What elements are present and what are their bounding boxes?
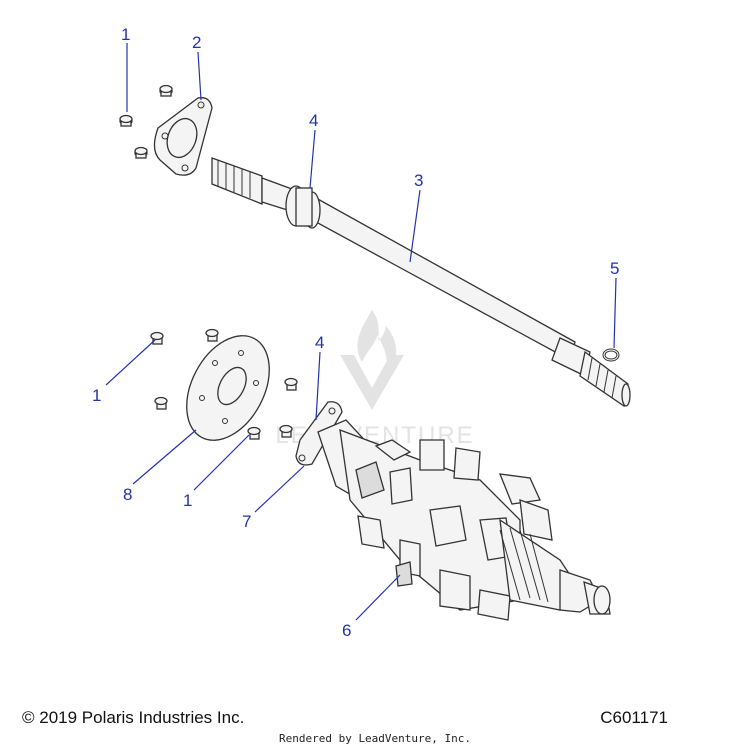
leader-1-lower: [193, 434, 250, 491]
watermark-logo-icon: [340, 310, 404, 410]
leader-8: [132, 429, 197, 485]
leader-7: [254, 465, 305, 513]
upper-gasket: [153, 97, 213, 176]
leader-5: [613, 277, 617, 349]
leader-6: [355, 574, 401, 621]
callout-5: 5: [610, 259, 619, 278]
leader-2: [197, 51, 202, 101]
leader-3: [409, 189, 421, 263]
callout-1-upper: 1: [121, 25, 130, 44]
upper-collar: [285, 185, 321, 229]
screw: [205, 328, 219, 342]
screw: [154, 396, 168, 410]
screw: [279, 424, 293, 438]
callout-1-left: 1: [92, 386, 101, 405]
leader-4-upper: [309, 129, 316, 189]
callout-1-lower: 1: [183, 491, 192, 510]
callout-8: 8: [123, 485, 132, 504]
callout-6: 6: [342, 621, 351, 640]
screw: [247, 426, 261, 440]
leader-4-lower: [315, 351, 321, 421]
watermark: LEADVENTURE: [275, 310, 473, 449]
callout-2: 2: [192, 33, 201, 52]
copyright-text: © 2019 Polaris Industries Inc.: [22, 708, 245, 727]
screw: [119, 114, 133, 127]
screw: [284, 377, 298, 391]
screw: [159, 84, 173, 97]
leader-lines: [105, 43, 617, 621]
callout-3: 3: [414, 171, 423, 190]
upper-shaft: [211, 157, 631, 408]
rendered-by-text: Rendered by LeadVenture, Inc.: [278, 732, 472, 745]
diagram-id: C601171: [600, 708, 668, 727]
screw: [134, 146, 148, 159]
o-ring: [602, 348, 620, 362]
lower-plate: [186, 335, 270, 441]
leader-1-left: [105, 339, 156, 386]
gearcase-housing: [317, 419, 611, 621]
lower-screws: [150, 328, 298, 440]
callout-4-upper: 4: [309, 111, 318, 130]
screw: [150, 331, 164, 345]
callouts: 1 2 4 3 5 4 1 8 1 7 6: [92, 25, 619, 640]
upper-screws: [119, 84, 173, 159]
callout-7: 7: [242, 512, 251, 531]
callout-4-lower: 4: [315, 333, 324, 352]
